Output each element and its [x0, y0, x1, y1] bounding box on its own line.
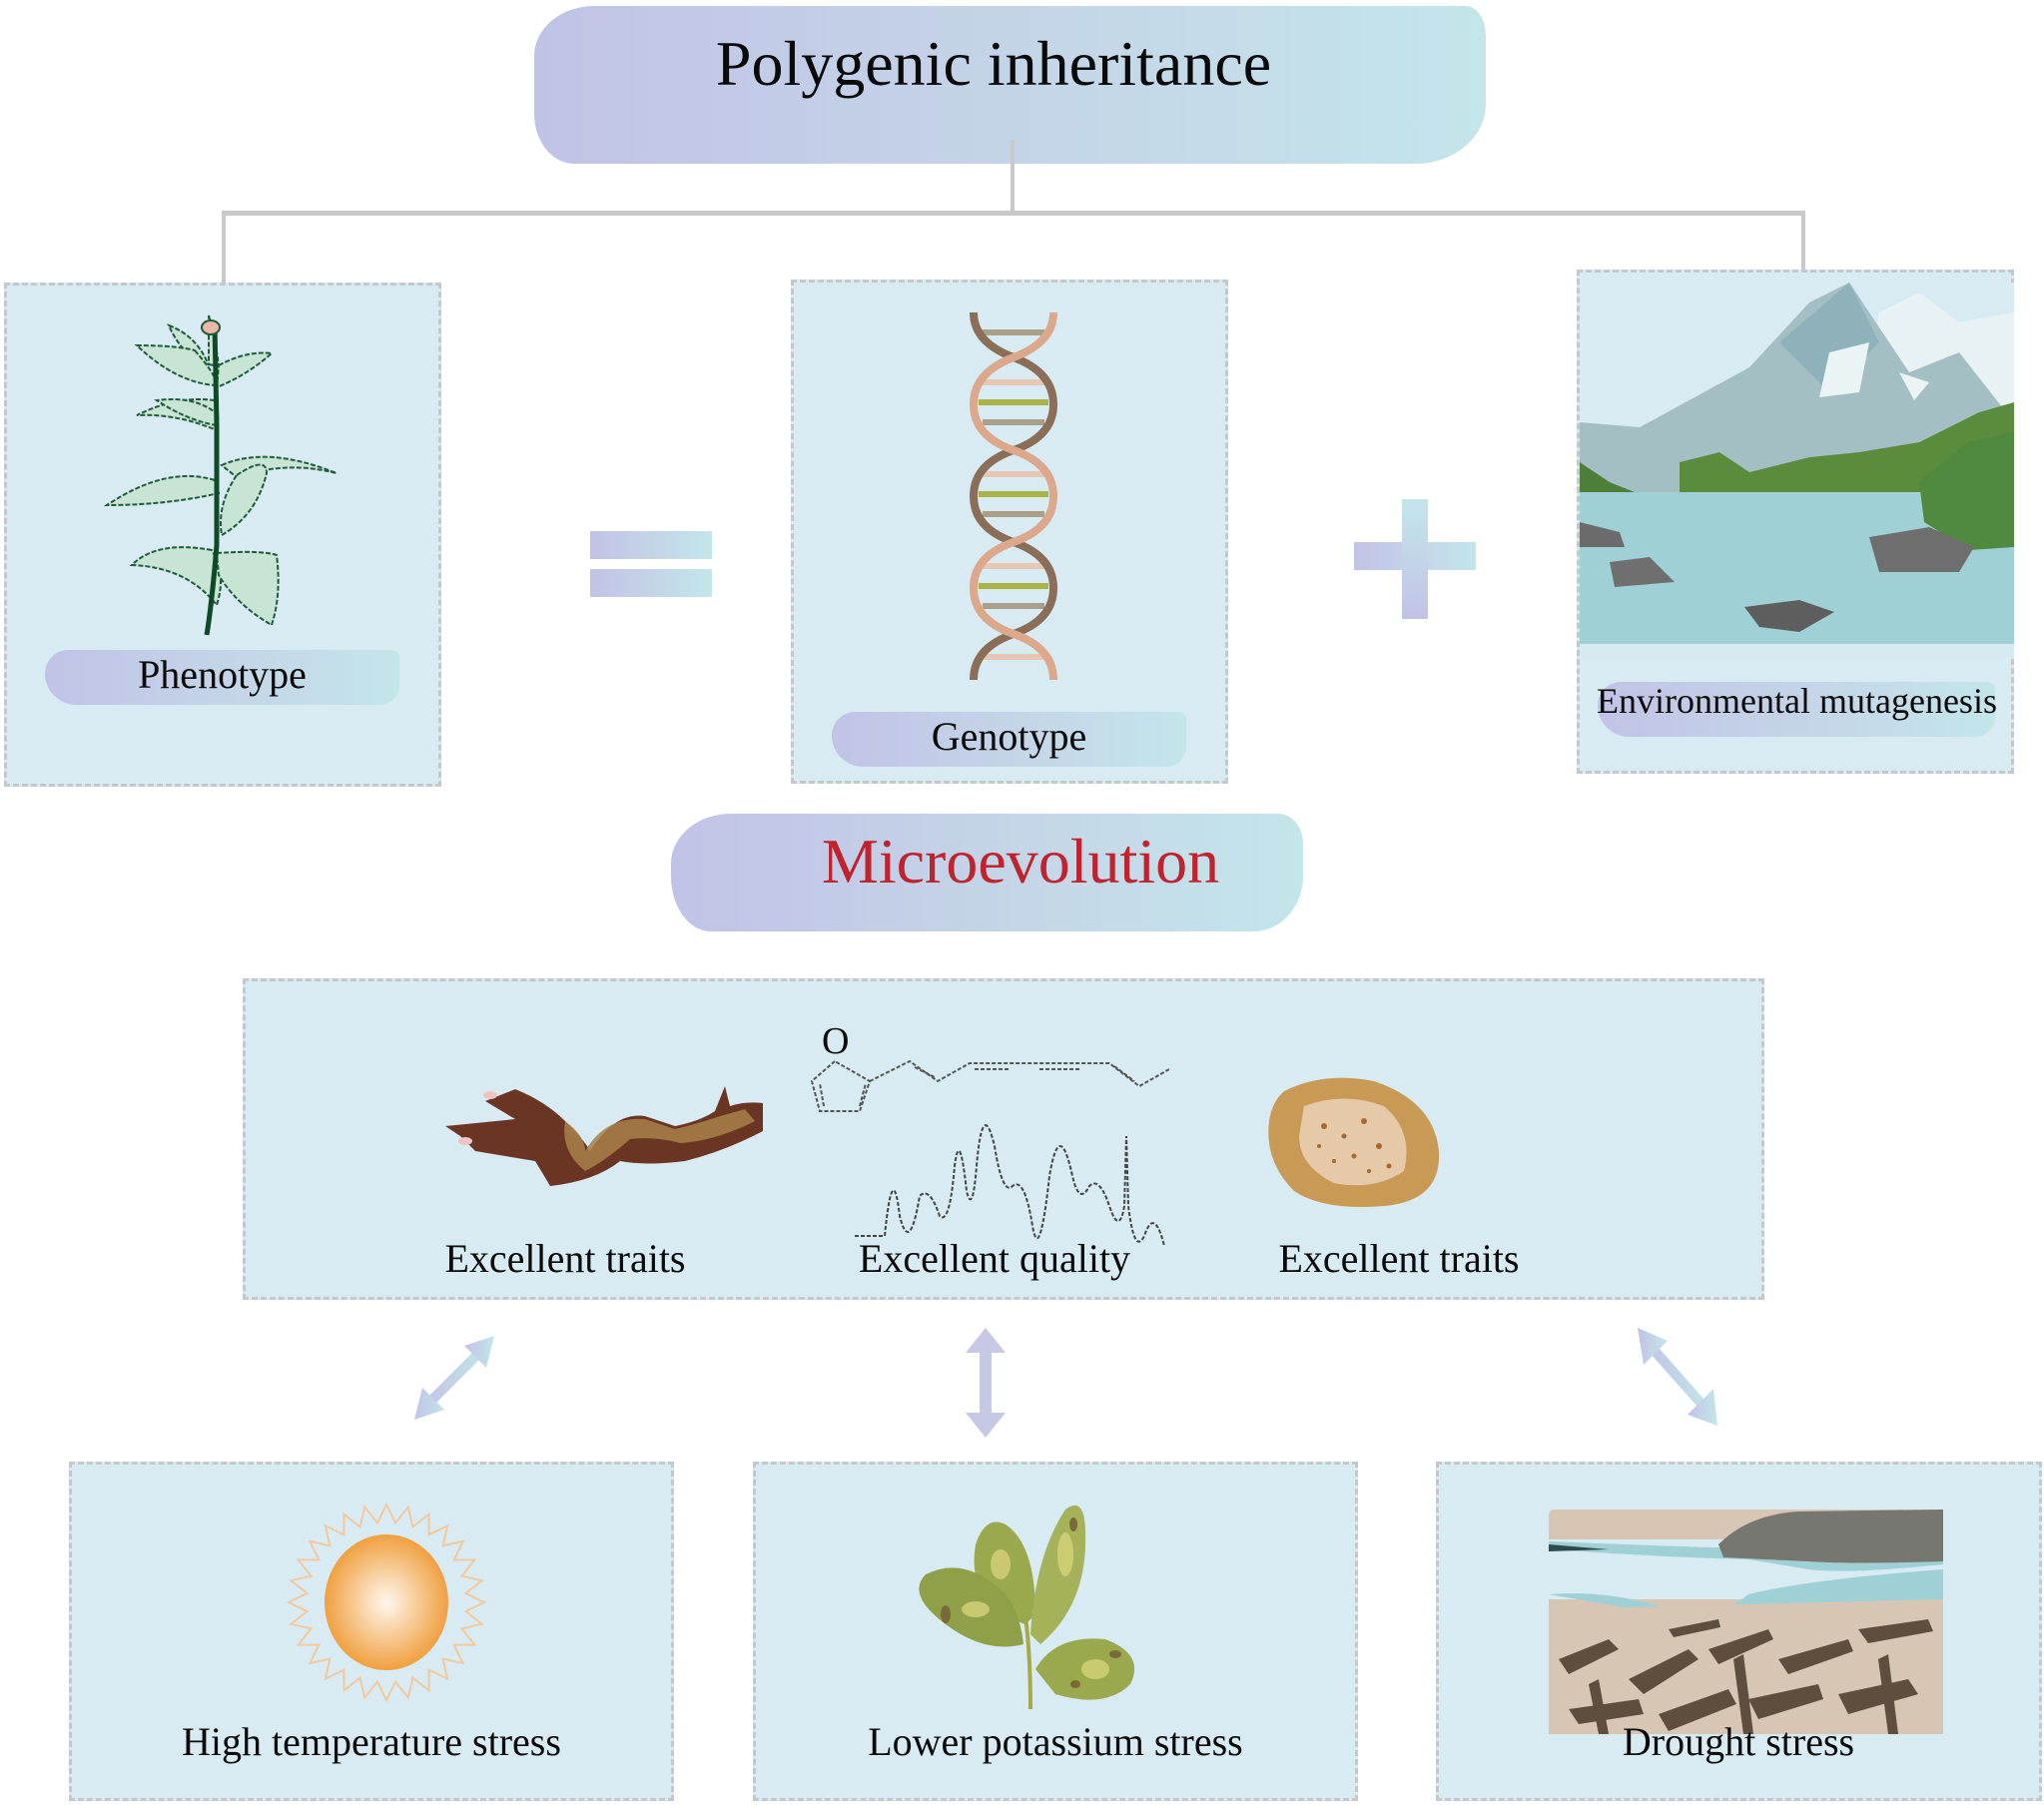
low-potassium-box: Lower potassium stress [753, 1462, 1358, 1801]
phenotype-label-brush [45, 650, 399, 705]
microevolution-title: Microevolution [821, 826, 1220, 897]
plus-bar-vertical [1402, 499, 1428, 619]
diagram-title: Polygenic inheritance [715, 28, 1272, 99]
connector-vertical-title [1011, 140, 1015, 214]
traits-box: O Excellent traits Excellent qual [243, 978, 1764, 1300]
yellowing-leaf-icon [919, 1504, 1135, 1710]
connector-horizontal [222, 211, 1805, 216]
connector-right [1801, 211, 1805, 273]
cracked-earth-icon [1549, 1509, 1943, 1734]
genotype-label-brush [832, 712, 1186, 767]
phenotype-label: Phenotype [138, 652, 307, 697]
plant-icon [103, 314, 338, 636]
structure-oxygen-atom: O [822, 1020, 850, 1062]
drought-box: Drought stress [1436, 1462, 2042, 1801]
item-label-excellent-traits-right: Excellent traits [1278, 1236, 1520, 1281]
double-arrow-right [1638, 1328, 1717, 1426]
high-temperature-box: High temperature stress [69, 1462, 674, 1801]
root-icon [445, 1086, 763, 1186]
genotype-box: Genotype [791, 280, 1228, 784]
sun-icon [286, 1502, 487, 1703]
environment-label: Environmental mutagenesis [1597, 681, 1997, 721]
title-banner [534, 6, 1486, 164]
equals-bar-top [590, 531, 712, 559]
low-potassium-label: Lower potassium stress [868, 1719, 1243, 1764]
environment-label-brush [1598, 682, 1995, 737]
tuber-slice-icon [1268, 1077, 1440, 1207]
drought-label: Drought stress [1622, 1719, 1855, 1764]
genotype-label: Genotype [931, 714, 1087, 759]
equals-bar-bottom [590, 569, 712, 597]
connector-left [222, 211, 226, 286]
environment-box: Environmental mutagenesis [1577, 270, 2014, 774]
phenotype-box: Phenotype [4, 283, 441, 787]
item-label-excellent-quality: Excellent quality [858, 1236, 1131, 1281]
item-label-excellent-traits-left: Excellent traits [444, 1236, 686, 1281]
double-arrow-middle [966, 1328, 1006, 1438]
double-arrow-left [414, 1336, 494, 1420]
dna-icon [969, 311, 1058, 681]
chromatogram-trace [855, 1124, 1165, 1247]
high-temperature-label: High temperature stress [182, 1719, 561, 1764]
furan-structure [810, 1059, 1170, 1112]
mountain-lake-icon [1580, 283, 2014, 657]
microevolution-banner [671, 814, 1303, 931]
